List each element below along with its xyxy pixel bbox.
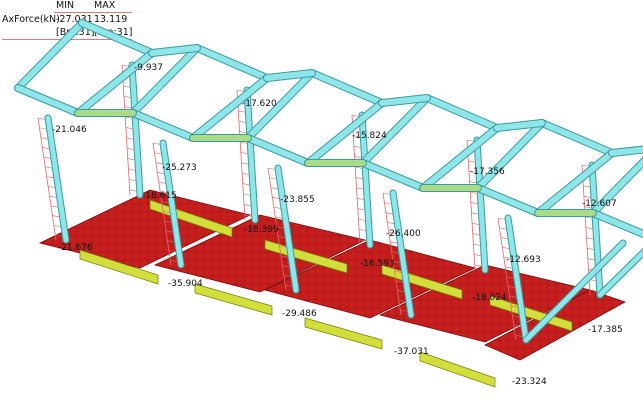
force-value-label: -23.324 bbox=[512, 377, 547, 387]
legend-header-rule bbox=[54, 12, 132, 13]
force-value-label: -18.615 bbox=[142, 191, 177, 201]
column-back bbox=[129, 62, 143, 198]
eave-beam bbox=[130, 110, 196, 141]
force-diagram-outline bbox=[351, 114, 361, 246]
eave-beam bbox=[15, 85, 81, 116]
force-diagram-outline bbox=[497, 217, 517, 341]
force-diagram-outline bbox=[37, 117, 57, 241]
tie-beam bbox=[190, 75, 270, 141]
tie-beam bbox=[75, 50, 155, 116]
purlin-top bbox=[264, 70, 315, 81]
force-diagram-outline bbox=[152, 142, 172, 266]
force-diagram-outline bbox=[466, 139, 476, 271]
legend-min-value: -27.031 bbox=[56, 14, 93, 25]
force-value-label: -12.607 bbox=[582, 199, 617, 209]
force-diagram-outline bbox=[267, 167, 287, 291]
tie-beam bbox=[420, 125, 500, 191]
force-value-labels: -9.937 -21.046 -17.620 -25.273 -15.824 -23.85… bbox=[52, 63, 623, 387]
eave-beam bbox=[245, 135, 311, 166]
rafter bbox=[79, 20, 155, 56]
eave-beam bbox=[360, 160, 426, 191]
rafter bbox=[15, 20, 85, 91]
column-back bbox=[589, 162, 603, 298]
force-diagram-outline bbox=[121, 64, 131, 196]
force-value-label: -18.399 bbox=[244, 225, 279, 235]
grade-beam bbox=[79, 249, 159, 285]
force-value-label: -17.356 bbox=[470, 167, 505, 177]
force-value-label: -17.620 bbox=[242, 99, 277, 109]
purlin-top bbox=[149, 45, 200, 56]
column-front bbox=[275, 165, 299, 293]
force-value-label: -17.385 bbox=[588, 325, 623, 335]
rafter bbox=[194, 45, 270, 81]
tie-beam bbox=[535, 150, 615, 216]
column-front bbox=[523, 240, 626, 343]
force-value-label: -26.400 bbox=[386, 229, 421, 239]
legend-max-value: 13.119 bbox=[94, 14, 128, 25]
slab-hatch bbox=[380, 265, 590, 342]
eave-beam bbox=[590, 210, 643, 238]
force-value-label: -37.031 bbox=[394, 347, 429, 357]
force-value-label: -9.937 bbox=[134, 63, 163, 73]
legend-min-header: MIN bbox=[56, 0, 75, 11]
purlin-top bbox=[609, 146, 643, 156]
rafter bbox=[360, 95, 430, 166]
tie-beam bbox=[305, 100, 385, 166]
force-value-label: -29.486 bbox=[282, 309, 317, 319]
rafter bbox=[424, 95, 500, 131]
rafter bbox=[475, 120, 545, 191]
legend-quantity: AxForce(kN) bbox=[2, 14, 60, 25]
column-front bbox=[390, 190, 414, 318]
force-diagram bbox=[466, 139, 485, 271]
column-front bbox=[45, 115, 69, 243]
force-value-label: -16.593 bbox=[360, 259, 395, 269]
force-value-label: -23.855 bbox=[280, 195, 315, 205]
column-front bbox=[505, 215, 529, 343]
column-back bbox=[359, 112, 373, 248]
rafter bbox=[539, 120, 615, 156]
grade-beam bbox=[419, 351, 496, 388]
force-value-label: -21.046 bbox=[52, 125, 87, 135]
rafter bbox=[130, 45, 200, 116]
force-value-label: -12.693 bbox=[506, 255, 541, 265]
force-value-label: -35.904 bbox=[168, 279, 203, 289]
grade-beam bbox=[194, 283, 273, 316]
rafter bbox=[309, 70, 385, 106]
portal-frames bbox=[14, 19, 643, 344]
rafter bbox=[590, 157, 643, 216]
force-diagram-outline bbox=[236, 89, 246, 221]
force-value-label: -18.024 bbox=[472, 293, 507, 303]
grade-beam bbox=[264, 239, 348, 274]
slab-hatch bbox=[40, 190, 250, 268]
slab-hatch bbox=[155, 215, 365, 292]
foundation-slabs bbox=[38, 189, 626, 361]
column-front bbox=[160, 140, 184, 268]
force-value-label: -21.676 bbox=[58, 243, 93, 253]
rafter bbox=[245, 70, 315, 141]
purlin-top bbox=[494, 120, 545, 131]
eave-beam bbox=[475, 185, 541, 216]
force-diagram-outline bbox=[382, 192, 402, 316]
column-back bbox=[244, 87, 258, 223]
slab-hatch bbox=[265, 240, 475, 318]
force-value-label: -25.273 bbox=[162, 163, 197, 173]
grade-beam bbox=[304, 317, 383, 350]
force-value-label: -15.824 bbox=[352, 131, 387, 141]
column-back bbox=[597, 249, 643, 298]
purlin-top bbox=[379, 95, 430, 106]
legend-max-header: MAX bbox=[94, 0, 116, 11]
column-back bbox=[474, 137, 488, 273]
